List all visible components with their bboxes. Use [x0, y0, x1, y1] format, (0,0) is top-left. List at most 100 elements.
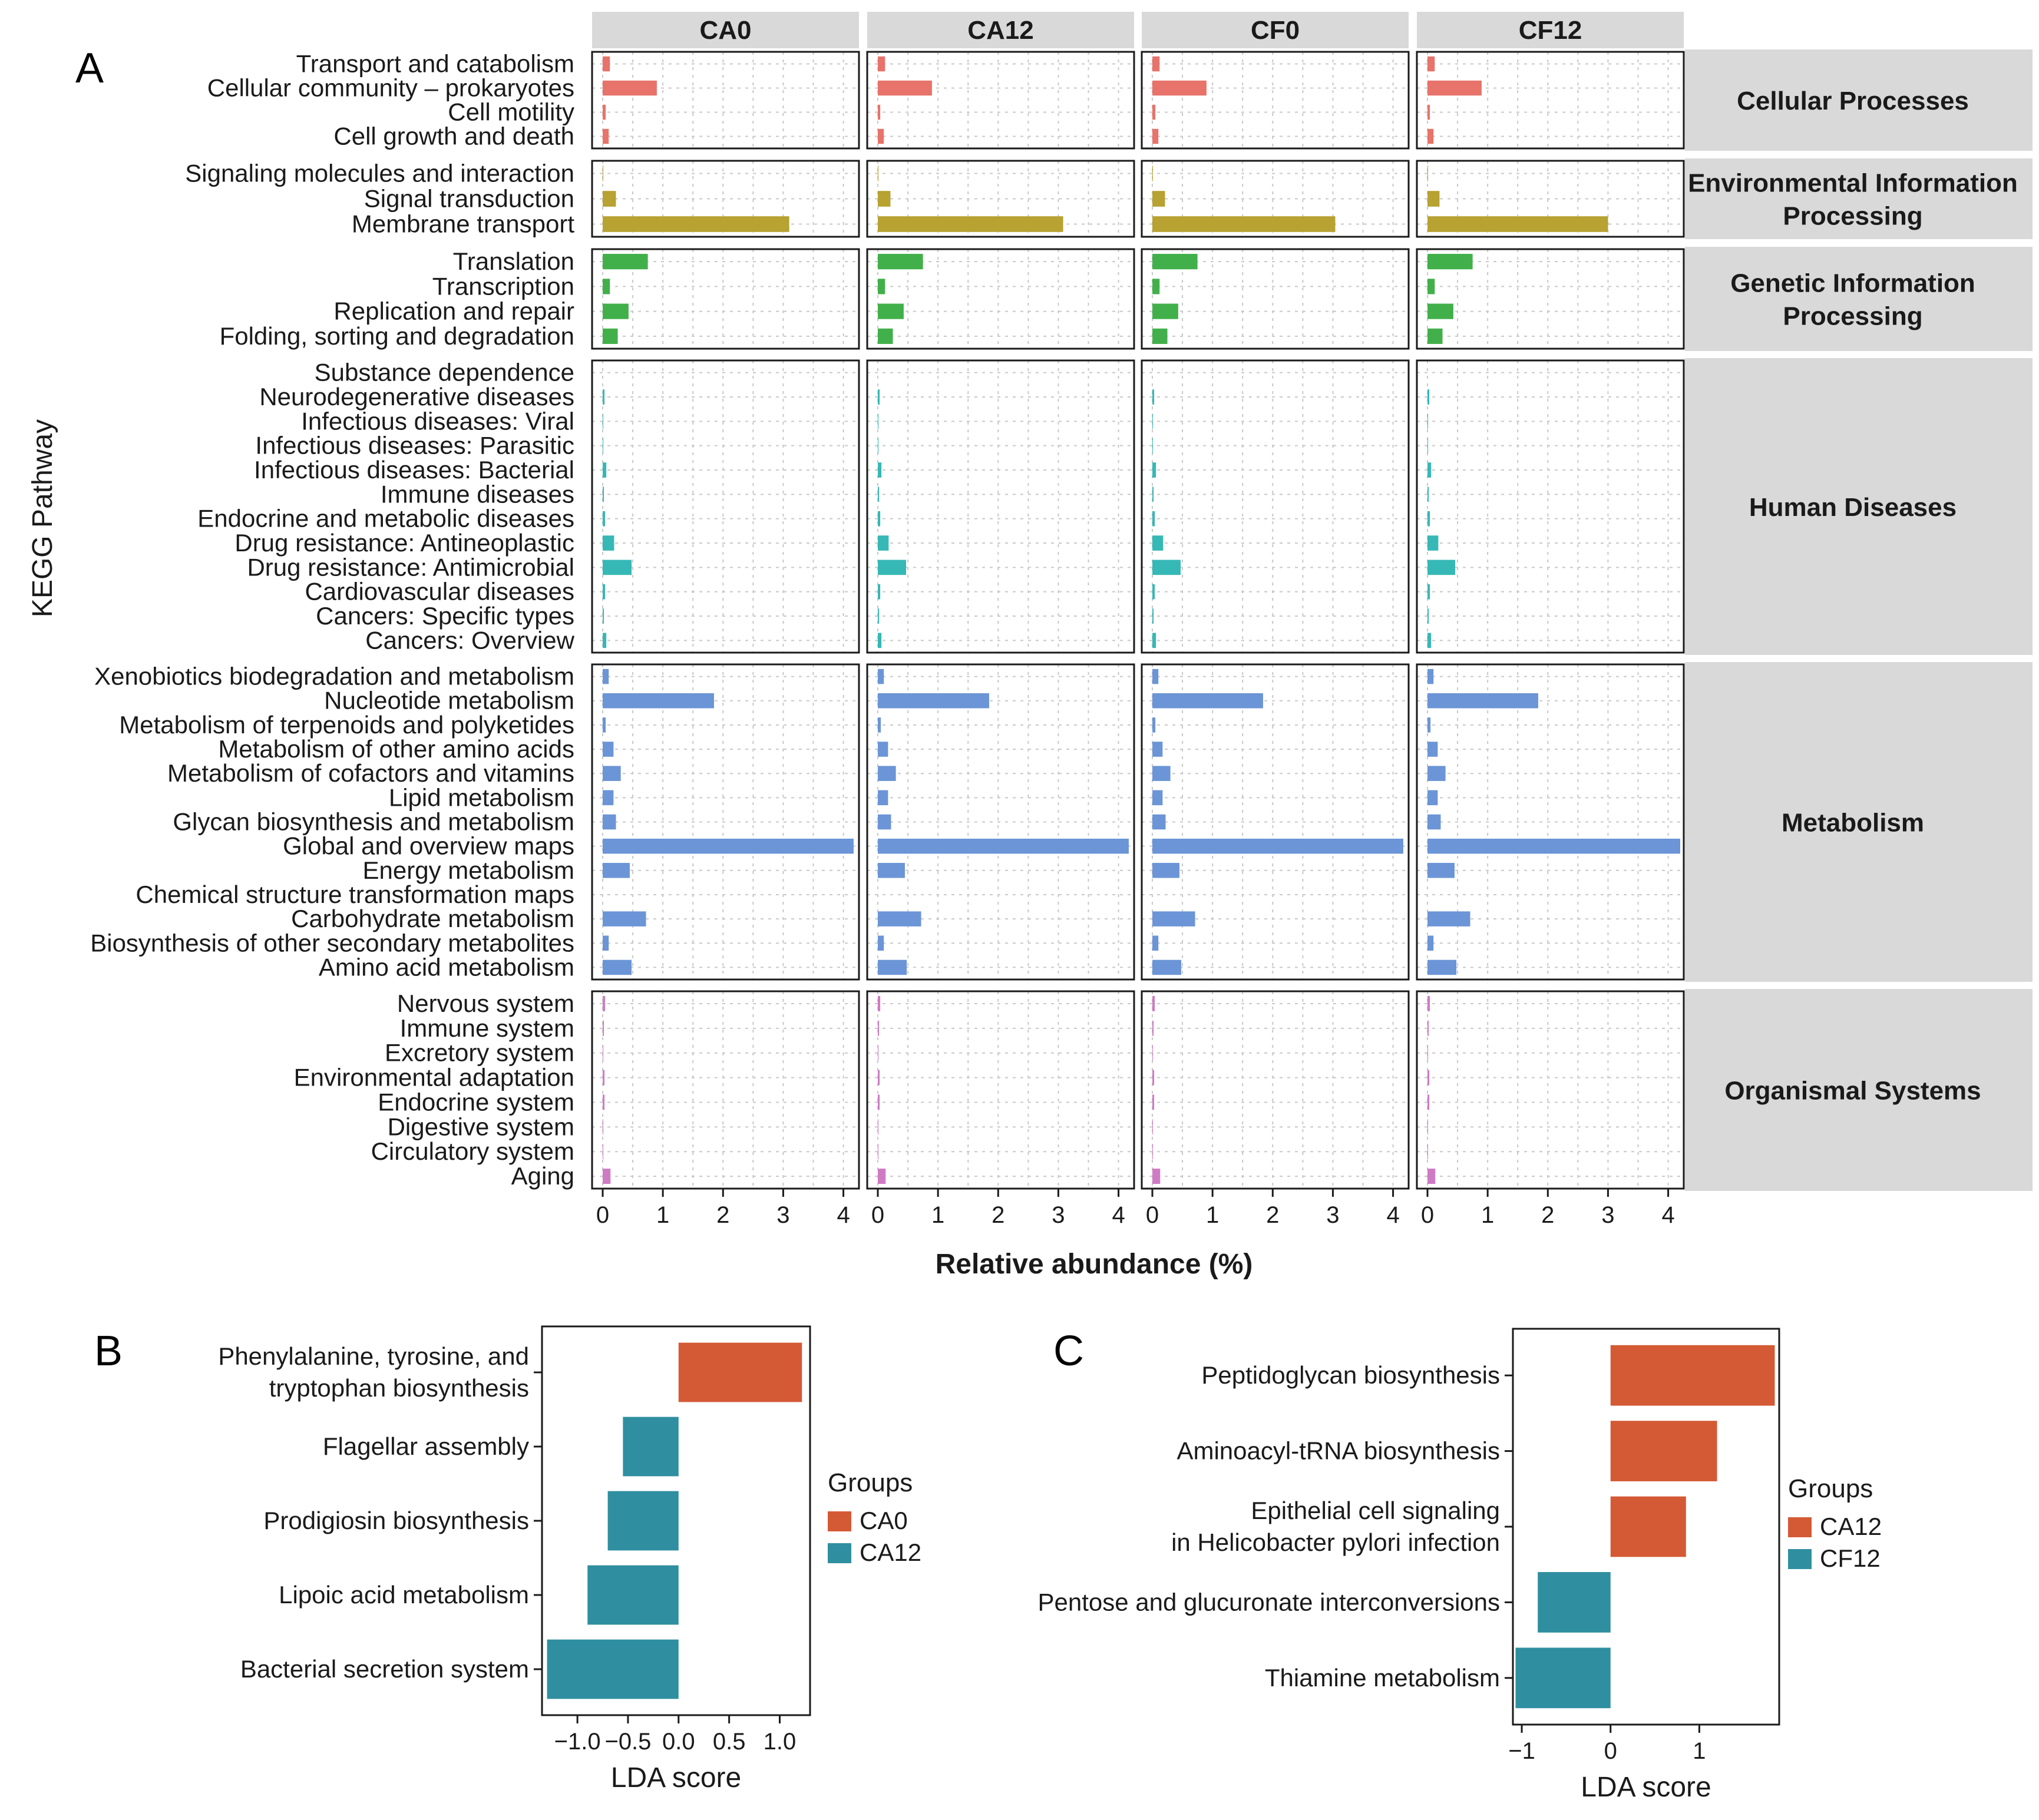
x-tick-label: 1 [1693, 1738, 1706, 1764]
x-axis-title: LDA score [1581, 1772, 1711, 1803]
bar-metabolism-of-cofactors-and-vitamins [1152, 766, 1171, 781]
facet-panel-frame [866, 160, 1135, 238]
bar-nucleotide-metabolism [603, 693, 714, 709]
category-label: Lipid metabolism [389, 783, 574, 811]
legend-label: CA0 [860, 1507, 908, 1534]
category-label: Folding, sorting and degradation [220, 322, 574, 350]
bar-cellular-community-prokaryotes [1152, 80, 1207, 96]
bar-endocrine-and-metabolic-diseases [878, 511, 881, 527]
facet-panel-frame [866, 359, 1135, 654]
lda-bar-thiamine-metabolism [1515, 1647, 1611, 1709]
bar-aging [1427, 1169, 1436, 1184]
bar-biosynthesis-of-other-secondary-metabolites [1152, 935, 1159, 951]
bar-translation [603, 254, 648, 270]
bar-signal-transduction [1427, 191, 1440, 207]
panel-letter-b: B [94, 1328, 123, 1375]
lda-category-label: Phenylalanine, tyrosine, and [218, 1342, 529, 1370]
bar-transport-and-catabolism [878, 56, 885, 72]
bar-environmental-adaptation [878, 1070, 880, 1086]
bar-nervous-system [603, 995, 606, 1011]
bar-lipid-metabolism [878, 790, 888, 806]
bar-digestive-system [1427, 1119, 1429, 1135]
bar-infectious-diseases-parasitic [1427, 438, 1429, 454]
bar-signal-transduction [603, 191, 616, 207]
facet-panel-frame [591, 990, 860, 1190]
category-label: Cardiovascular diseases [305, 578, 574, 605]
lda-category-label: Aminoacyl-tRNA biosynthesis [1177, 1437, 1500, 1465]
facet-panel-frame [1416, 359, 1685, 654]
bar-infectious-diseases-bacterial [1427, 462, 1432, 478]
panel-letter-a: A [75, 45, 104, 92]
x-tick-label: 2 [992, 1202, 1004, 1228]
bar-metabolism-of-terpenoids-and-polyketides [878, 717, 881, 733]
bar-cellular-community-prokaryotes [1427, 80, 1482, 96]
facet-label: CF12 [1519, 16, 1582, 45]
facet-panel-frame [1416, 248, 1685, 350]
category-label: Metabolism of other amino acids [218, 735, 574, 763]
bar-neurodegenerative-diseases [1427, 389, 1430, 405]
x-tick-label: 3 [1326, 1202, 1339, 1228]
group-label: Cellular Processes [1737, 87, 1969, 115]
group-label: Human Diseases [1749, 493, 1957, 522]
bar-cell-motility [878, 104, 881, 120]
group-label: Organismal Systems [1724, 1077, 1981, 1106]
facet-panel-frame [591, 160, 860, 238]
legend-title: Groups [828, 1468, 913, 1497]
bar-energy-metabolism [603, 863, 630, 878]
lda-category-label: Peptidoglycan biosynthesis [1201, 1361, 1500, 1389]
bar-cardiovascular-diseases [1152, 584, 1155, 600]
category-label: Substance dependence [315, 359, 574, 386]
category-label: Nervous system [397, 990, 574, 1017]
bar-xenobiotics-biodegradation-and-metabolism [1427, 669, 1434, 684]
bar-endocrine-system [603, 1094, 605, 1110]
bar-immune-system [1152, 1020, 1154, 1036]
bar-metabolism-of-cofactors-and-vitamins [603, 766, 621, 781]
facet-panel-frame [1416, 160, 1685, 238]
bar-environmental-adaptation [1427, 1070, 1430, 1086]
category-label: Amino acid metabolism [319, 953, 574, 981]
panel-letter-c: C [1053, 1328, 1084, 1375]
bar-cardiovascular-diseases [603, 584, 606, 600]
bar-metabolism-of-cofactors-and-vitamins [1427, 766, 1446, 781]
group-label: Environmental Information [1688, 169, 2018, 198]
bar-metabolism-of-terpenoids-and-polyketides [1152, 717, 1156, 733]
bar-amino-acid-metabolism [603, 959, 632, 975]
category-label: Signaling molecules and interaction [185, 160, 574, 187]
category-label: Cell growth and death [333, 123, 574, 150]
bar-transcription [603, 279, 610, 294]
bar-replication-and-repair [878, 303, 904, 319]
bar-endocrine-system [1152, 1094, 1155, 1110]
category-label: Endocrine and metabolic diseases [197, 505, 574, 532]
bar-biosynthesis-of-other-secondary-metabolites [1427, 935, 1434, 951]
category-label: Signal transduction [364, 185, 574, 213]
x-tick-label: 2 [1541, 1202, 1554, 1228]
bar-drug-resistance-antineoplastic [603, 535, 614, 551]
bar-metabolism-of-other-amino-acids [1427, 742, 1438, 757]
lda-bar-phenylalanine-tyrosine-and-tryptophan-biosynthesis [678, 1342, 802, 1402]
group-label: Genetic Information [1730, 269, 1975, 298]
bar-environmental-adaptation [1152, 1070, 1155, 1086]
lda-category-label: Prodigiosin biosynthesis [263, 1507, 529, 1534]
x-tick-label: 1 [1481, 1202, 1494, 1228]
bar-signaling-molecules-and-interaction [1152, 166, 1154, 181]
bar-global-and-overview-maps [603, 838, 854, 854]
facet-panel-frame [1141, 248, 1410, 350]
bar-amino-acid-metabolism [878, 959, 907, 975]
category-label: Chemical structure transformation maps [136, 881, 574, 908]
bar-cancers-overview [878, 633, 882, 648]
bar-translation [1152, 254, 1198, 270]
bar-cell-growth-and-death [1427, 128, 1434, 144]
category-label: Excretory system [385, 1039, 574, 1067]
x-tick-label: 0 [1604, 1738, 1617, 1764]
category-label: Immune system [400, 1014, 574, 1042]
bar-cell-growth-and-death [878, 128, 884, 144]
bar-lipid-metabolism [603, 790, 614, 806]
bar-metabolism-of-other-amino-acids [1152, 742, 1163, 757]
bar-replication-and-repair [1427, 303, 1453, 319]
bar-immune-system [878, 1020, 880, 1036]
lda-category-label: Epithelial cell signaling [1251, 1497, 1500, 1524]
category-label: Infectious diseases: Bacterial [254, 456, 574, 484]
bar-circulatory-system [1152, 1144, 1154, 1160]
bar-drug-resistance-antineoplastic [878, 535, 889, 551]
